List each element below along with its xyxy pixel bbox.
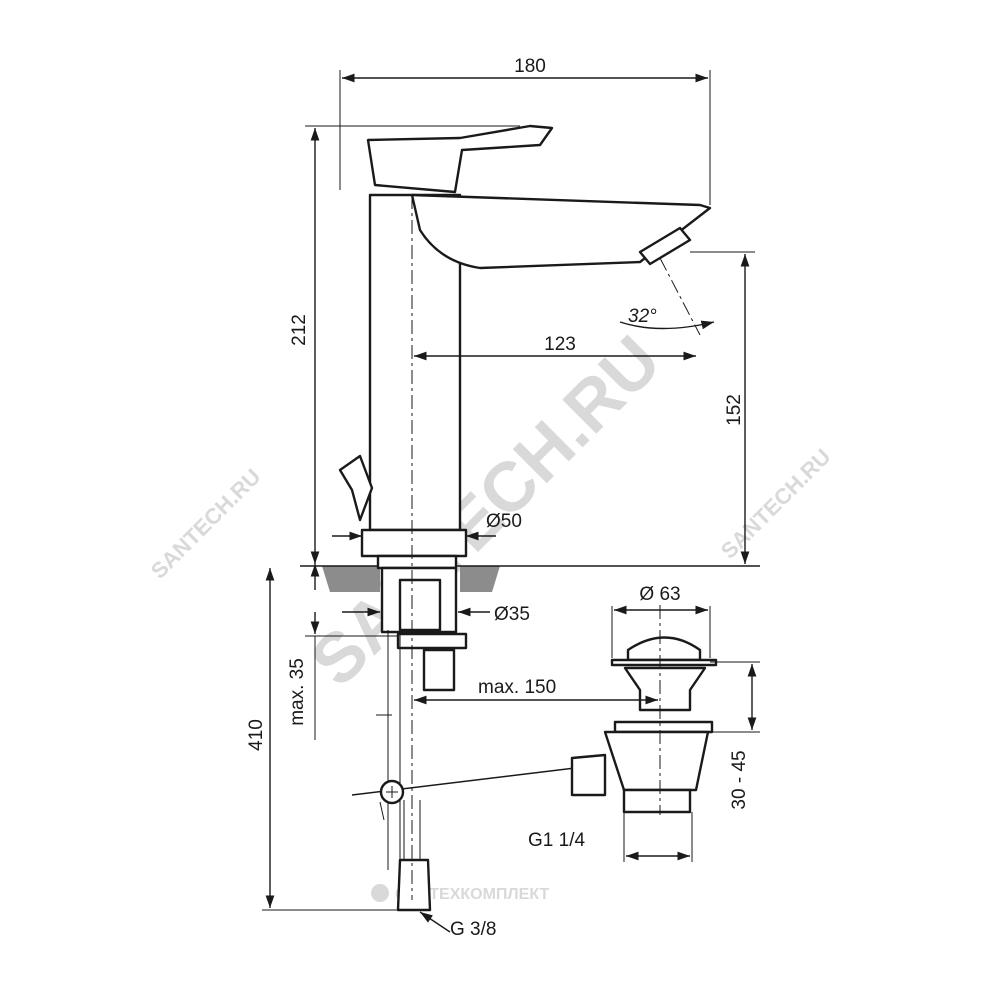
dim-max-thickness-label: max. 35 bbox=[287, 658, 308, 726]
dim-waste-thread: G1 1/4 bbox=[528, 812, 693, 862]
fixing-nut bbox=[396, 632, 468, 650]
countertop bbox=[322, 566, 500, 592]
dim-base-diameter: Ø50 bbox=[332, 511, 522, 541]
lever-handle-icon bbox=[366, 124, 554, 194]
dim-height-total-label: 212 bbox=[289, 314, 310, 346]
dim-spout-reach-label: 123 bbox=[544, 334, 576, 355]
waste-thread bbox=[622, 788, 692, 814]
dim-hose-thread: G 3/8 bbox=[419, 911, 496, 940]
watermark-small-right: SANTECH.RU bbox=[716, 444, 836, 564]
dim-spout-reach: 123 bbox=[414, 334, 696, 361]
dim-hose-length-label: 410 bbox=[246, 719, 267, 751]
waste-body bbox=[603, 730, 710, 792]
dim-max-thickness: max. 35 bbox=[287, 564, 398, 740]
base-plate bbox=[360, 528, 468, 558]
dim-waste-diameter-label: Ø 63 bbox=[639, 584, 680, 605]
popup-rod-knob bbox=[338, 454, 374, 522]
dim-base-diameter-label: Ø50 bbox=[486, 511, 522, 532]
dim-spout-height: 152 bbox=[690, 251, 755, 564]
waste-nut bbox=[613, 720, 714, 734]
under-counter-assembly bbox=[351, 566, 576, 912]
dim-max-distance-label: max. 150 bbox=[478, 677, 556, 698]
hose-connector bbox=[396, 858, 432, 912]
dim-waste-diameter: Ø 63 bbox=[611, 584, 711, 658]
dim-width-total: 180 bbox=[339, 56, 711, 205]
dim-spray-angle: 32° bbox=[619, 306, 715, 330]
waste-valve bbox=[570, 636, 718, 814]
dim-shank-diameter-label: Ø35 bbox=[494, 604, 530, 625]
dim-waste-adjust-label: 30 - 45 bbox=[729, 750, 750, 809]
dim-shank-diameter: Ø35 bbox=[342, 604, 530, 625]
dim-waste-adjust: 30 - 45 bbox=[710, 661, 760, 810]
hose-body bbox=[403, 800, 421, 860]
faucet-body bbox=[338, 124, 712, 570]
watermark-bottom: САНТЕХКОМПЛЕКТ bbox=[395, 886, 549, 903]
dim-max-distance: max. 150 bbox=[414, 677, 658, 705]
faucet-spout bbox=[410, 193, 712, 270]
dim-height-total: 212 bbox=[289, 125, 520, 564]
watermark-small-left: SANTECH.RU bbox=[146, 464, 266, 584]
waste-cap bbox=[626, 636, 702, 662]
dim-hose-thread-label: G 3/8 bbox=[450, 919, 496, 940]
watermark-logo-icon bbox=[371, 884, 389, 902]
dim-spout-height-label: 152 bbox=[724, 394, 745, 426]
dim-spray-angle-label: 32° bbox=[628, 306, 657, 327]
dim-waste-thread-label: G1 1/4 bbox=[528, 830, 585, 851]
dim-width-total-label: 180 bbox=[514, 56, 546, 77]
aerator bbox=[638, 226, 692, 266]
dim-hose-length: 410 bbox=[246, 568, 400, 911]
waste-side-outlet bbox=[570, 753, 607, 797]
hose-nut bbox=[422, 648, 456, 692]
